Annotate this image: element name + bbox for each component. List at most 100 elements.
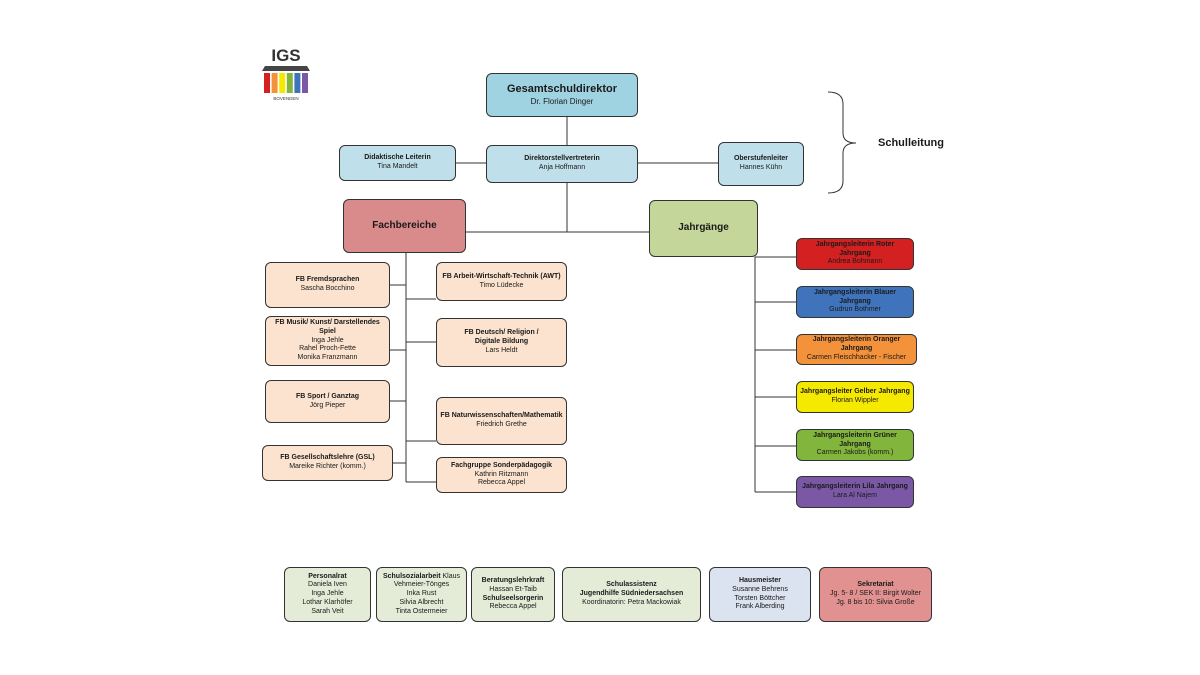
fb-sport-box: FB Sport / Ganztag Jörg Pieper <box>265 380 390 423</box>
schulseelsorgerin-title: Schulseelsorgerin <box>482 594 544 602</box>
hausmeister-name-2: Torsten Böttcher <box>734 594 786 602</box>
logo-color-bar <box>279 73 286 93</box>
personalrat-name-2: Inga Jehle <box>311 590 344 598</box>
jahrgang-rot-title: Jahrgangsleiterin Roter Jahrgang <box>815 240 895 257</box>
fb-deutsch-religion-title: FB Deutsch/ Religion / Digitale Bildung <box>464 329 539 346</box>
didaktische-leiterin-name: Tina Mandelt <box>377 163 418 170</box>
schulassistenz-title: Schulassistenz <box>606 581 657 589</box>
beratung-box: Beratungslehrkraft Hassan Et-Taib Schuls… <box>471 567 555 622</box>
direktorstellvertreterin-name: Anja Hoffmann <box>538 164 586 171</box>
fg-sonderpaedagogik-name-1: Kathrin Ritzmann <box>474 470 529 478</box>
fb-musik-kunst-name-3: Monika Franzmann <box>297 354 358 362</box>
jahrgang-gelb-box: Jahrgangsleiter Gelber Jahrgang Florian … <box>796 381 914 413</box>
fb-sport-name: Jörg Pieper <box>309 401 346 409</box>
personalrat-name-1: Daniela Iven <box>308 581 347 589</box>
fachbereiche-box: Fachbereiche <box>343 199 466 253</box>
logo-color-bar <box>294 73 301 93</box>
fb-gesellschaftslehre-title: FB Gesellschaftslehre (GSL) <box>280 454 375 462</box>
beratungslehrkraft-title: Beratungslehrkraft <box>481 577 545 584</box>
fb-deutsch-religion-name: Lars Heldt <box>485 346 518 354</box>
svg-text:IGS: IGS <box>271 46 300 65</box>
gesamtschuldirektor-box: Gesamtschuldirektor Dr. Florian Dinger <box>486 73 638 117</box>
didaktische-leiterin-box: Didaktische Leiterin Tina Mandelt <box>339 145 456 181</box>
jahrgang-orange-name: Carmen Fleischhacker - Fischer <box>806 353 907 361</box>
hausmeister-box: Hausmeister Susanne Behrens Torsten Bött… <box>709 567 811 622</box>
fb-deutsch-religion-box: FB Deutsch/ Religion / Digitale Bildung … <box>436 318 567 367</box>
fb-awt-name: Timo Lüdecke <box>479 281 524 289</box>
jahrgang-gruen-box: Jahrgangsleiterin Grüner Jahrgang Carmen… <box>796 429 914 461</box>
schulsozialarbeit-name-2: Inka Rust <box>406 590 437 598</box>
schulsozialarbeit-name-1: Vehmeier-Tönges <box>393 581 450 589</box>
schulsozialarbeit-name-4: Tinta Ostermeier <box>395 607 448 615</box>
schulleitung-label: Schulleitung <box>878 137 944 149</box>
sekretariat-name-1: Jg. 5- 8 / SEK II: Birgit Wolter <box>830 590 921 598</box>
fb-musik-kunst-name-1: Inga Jehle <box>311 336 344 344</box>
logo-color-bar <box>286 73 293 93</box>
jahrgang-rot-name: Andrea Bohmann <box>827 258 883 266</box>
jahrgang-rot-box: Jahrgangsleiterin Roter Jahrgang Andrea … <box>796 238 914 270</box>
fb-awt-title: FB Arbeit-Wirtschaft-Technik (AWT) <box>442 272 561 280</box>
oberstufenleiter-title: Oberstufenleiter <box>733 155 789 163</box>
personalrat-box: Personalrat Daniela Iven Inga Jehle Loth… <box>284 567 371 622</box>
jahrgang-gelb-name: Florian Wippler <box>831 397 879 404</box>
fg-sonderpaedagogik-name-2: Rebecca Appel <box>477 479 526 487</box>
hausmeister-title: Hausmeister <box>738 577 782 584</box>
schulsozialarbeit-box: Schulsozialarbeit Klaus Vehmeier-Tönges … <box>376 567 467 622</box>
fb-awt-box: FB Arbeit-Wirtschaft-Technik (AWT) Timo … <box>436 262 567 301</box>
schulassistenz-box: Schulassistenz Jugendhilfe Südniedersach… <box>562 567 701 622</box>
logo-color-bar <box>302 73 308 93</box>
fb-fremdsprachen-title: FB Fremdsprachen <box>295 276 360 284</box>
hausmeister-name-3: Frank Alberding <box>735 603 785 611</box>
hausmeister-name-1: Susanne Behrens <box>732 585 788 593</box>
jahrgaenge-title: Jahrgänge <box>678 222 729 234</box>
fb-fremdsprachen-name: Sascha Bocchino <box>300 285 355 292</box>
fb-gesellschaftslehre-box: FB Gesellschaftslehre (GSL) Mareike Rich… <box>262 445 393 481</box>
gesamtschuldirektor-name: Dr. Florian Dinger <box>530 96 594 106</box>
direktorstellvertreterin-title: Direktorstellvertreterin <box>524 155 600 163</box>
svg-text:BOVENDEN: BOVENDEN <box>273 96 298 101</box>
schulsozialarbeit-title: Schulsozialarbeit <box>382 572 441 580</box>
jahrgang-gelb-title: Jahrgangsleiter Gelber Jahrgang <box>800 388 910 396</box>
fb-musik-kunst-title: FB Musik/ Kunst/ Darstellendes Spiel <box>275 319 380 335</box>
sekretariat-name-2: Jg. 8 bis 10: Silvia Große <box>836 598 915 606</box>
schulseelsorgerin-name: Rebecca Appel <box>489 603 537 611</box>
fb-gesellschaftslehre-name: Mareike Richter (komm.) <box>289 463 366 470</box>
fb-musik-kunst-box: FB Musik/ Kunst/ Darstellendes Spiel Ing… <box>265 316 390 366</box>
fb-sport-title: FB Sport / Ganztag <box>296 392 359 400</box>
jahrgang-lila-name: Lara Al Najem <box>833 492 877 499</box>
fb-musik-kunst-name-2: Rahel Proch-Fette <box>299 345 356 353</box>
schulsozialarbeit-name-3: Silvia Albrecht <box>399 598 444 606</box>
oberstufenleiter-name: Hannes Kühn <box>739 164 783 171</box>
sekretariat-title: Sekretariat <box>857 581 894 589</box>
jahrgang-blau-title: Jahrgangsleiterin Blauer Jahrgang <box>813 288 897 305</box>
igs-logo: IGS BOVENDEN <box>261 45 311 101</box>
personalrat-name-3: Lothar Klarhöfer <box>302 598 353 606</box>
didaktische-leiterin-title: Didaktische Leiterin <box>364 154 431 162</box>
fb-naturwissenschaften-title: FB Naturwissenschaften/Mathematik <box>440 412 563 420</box>
jugendhilfe-title: Jugendhilfe Südniedersachsen <box>579 590 684 598</box>
fb-naturwissenschaften-name: Friedrich Grethe <box>476 421 527 428</box>
jahrgang-blau-name: Gudrun Bothmer <box>829 306 881 314</box>
schulleitung-brace <box>827 91 857 194</box>
logo-color-bar <box>264 73 270 93</box>
personalrat-title: Personalrat <box>308 572 347 580</box>
jahrgang-orange-box: Jahrgangsleiterin Oranger Jahrgang Carme… <box>796 334 917 365</box>
direktorstellvertreterin-box: Direktorstellvertreterin Anja Hoffmann <box>486 145 638 183</box>
jahrgang-blau-box: Jahrgangsleiterin Blauer Jahrgang Gudrun… <box>796 286 914 318</box>
gesamtschuldirektor-title: Gesamtschuldirektor <box>506 83 618 96</box>
jahrgang-lila-title: Jahrgangsleiterin Lila Jahrgang <box>802 483 908 491</box>
logo-color-bar <box>271 73 278 93</box>
sekretariat-box: Sekretariat Jg. 5- 8 / SEK II: Birgit Wo… <box>819 567 932 622</box>
jahrgang-gruen-title: Jahrgangsleiterin Grüner Jahrgang <box>813 431 897 448</box>
jahrgang-lila-box: Jahrgangsleiterin Lila Jahrgang Lara Al … <box>796 476 914 508</box>
beratungslehrkraft-name: Hassan Et-Taib <box>489 585 537 593</box>
fachbereiche-title: Fachbereiche <box>372 219 437 231</box>
jahrgang-orange-title: Jahrgangsleiterin Oranger Jahrgang <box>812 336 901 353</box>
schulassistenz-name: Koordinatorin: Petra Mackowiak <box>582 598 681 606</box>
personalrat-name-4: Sarah Veit <box>311 607 344 615</box>
fb-naturwissenschaften-box: FB Naturwissenschaften/Mathematik Friedr… <box>436 397 567 445</box>
schulsozialarbeit-title-rest: Klaus <box>440 572 461 580</box>
fg-sonderpaedagogik-title: Fachgruppe Sonderpädagogik <box>450 461 553 469</box>
jahrgaenge-box: Jahrgänge <box>649 200 758 257</box>
